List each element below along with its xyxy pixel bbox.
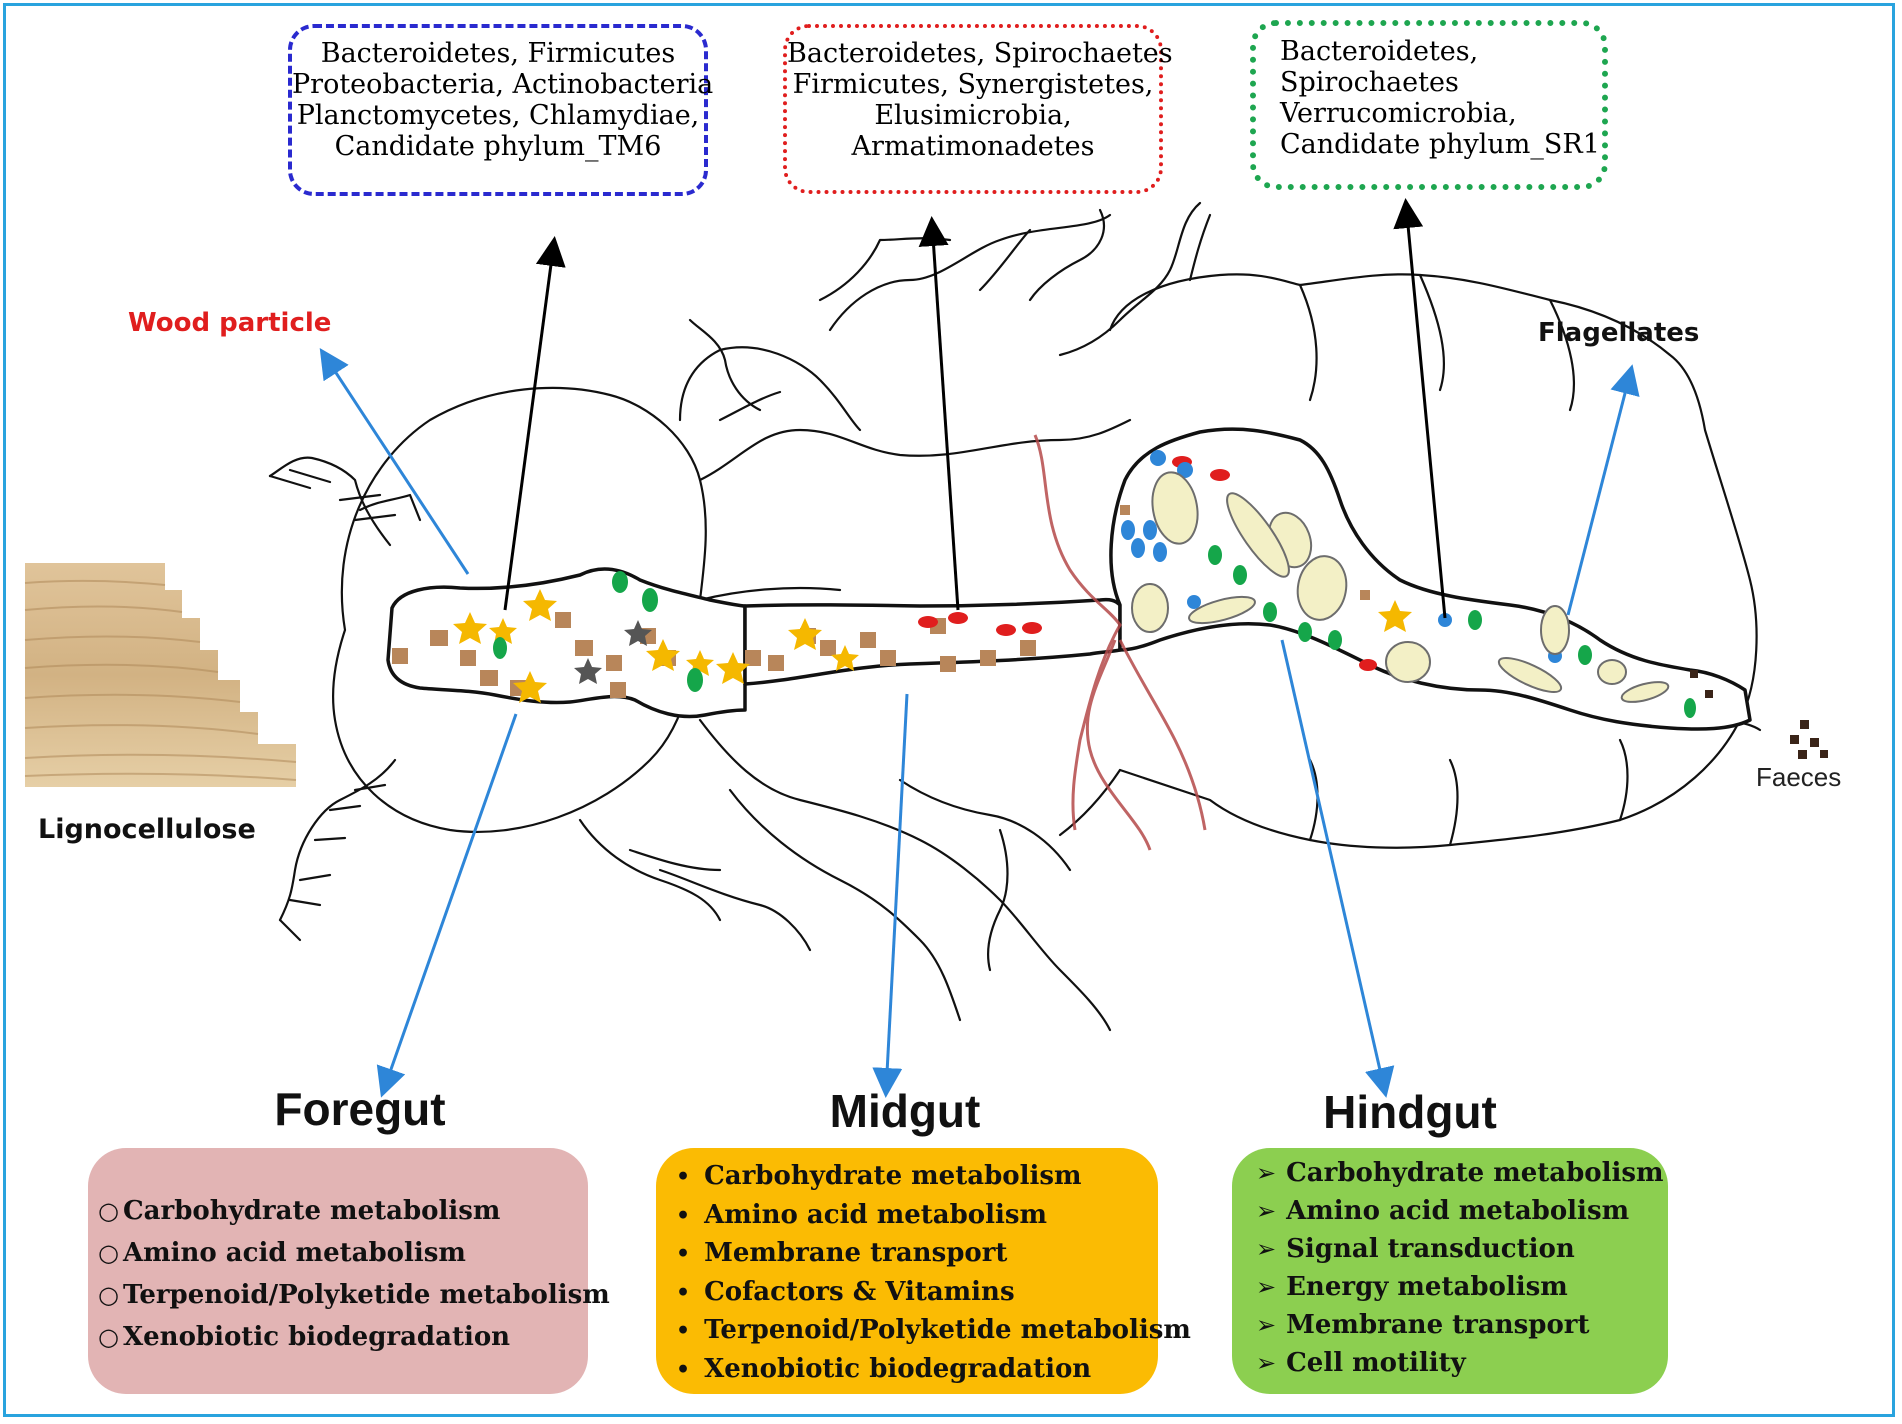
red-filaments xyxy=(1033,434,1207,851)
circle-bullet-icon: ○ xyxy=(98,1281,119,1309)
blue-bacteria xyxy=(1121,450,1562,663)
phyla-line: Candidate phylum_TM6 xyxy=(334,131,662,162)
phyla-line: Bacteroidetes, Spirochaetes xyxy=(787,38,1173,69)
phyla-line: Candidate phylum_SR1 xyxy=(1280,129,1600,160)
function-text: Carbohydrate metabolism xyxy=(122,1196,501,1226)
function-item: ➢ Amino acid metabolism xyxy=(1256,1192,1668,1230)
dot-bullet-icon: • xyxy=(676,1318,691,1344)
faeces-pellets xyxy=(1690,670,1828,759)
function-text: Terpenoid/Polyketide metabolism xyxy=(704,1315,1191,1345)
lignocellulose-wood-image xyxy=(24,563,297,787)
hindgut-title: Hindgut xyxy=(1323,1086,1497,1138)
function-item: • Carbohydrate metabolism xyxy=(676,1158,1158,1197)
function-item: • Terpenoid/Polyketide metabolism xyxy=(676,1312,1191,1351)
faeces-label: Faeces xyxy=(1756,762,1842,792)
midgut-function-box: • Carbohydrate metabolism • Amino acid met… xyxy=(656,1148,1191,1394)
function-text: Cell motility xyxy=(1286,1348,1466,1378)
function-text: Amino acid metabolism xyxy=(1286,1196,1630,1226)
phyla-line: Elusimicrobia, xyxy=(874,100,1072,131)
arrow-bullet-icon: ➢ xyxy=(1256,1159,1277,1187)
function-text: Carbohydrate metabolism xyxy=(1286,1158,1664,1188)
function-text: Terpenoid/Polyketide metabolism xyxy=(122,1280,610,1310)
dot-bullet-icon: • xyxy=(676,1279,691,1306)
phyla-line: Spirochaetes xyxy=(1280,67,1459,98)
arrow-bullet-icon: ➢ xyxy=(1256,1311,1277,1339)
function-item: ○Xenobiotic biodegradation xyxy=(98,1316,588,1358)
arrow-bullet-icon: ➢ xyxy=(1256,1349,1277,1377)
flagellates-cells xyxy=(1131,471,1670,703)
dark-stars xyxy=(574,620,652,684)
lignocellulose-label: Lignocellulose xyxy=(38,814,256,845)
red-spirochetes xyxy=(918,456,1377,671)
function-text: Amino acid metabolism xyxy=(704,1199,1048,1230)
figure-frame xyxy=(3,3,1895,1417)
function-text: Xenobiotic biodegradation xyxy=(122,1322,511,1352)
phyla-line: Armatimonadetes xyxy=(851,131,1095,162)
circle-bullet-icon: ○ xyxy=(98,1323,119,1351)
midgut-title: Midgut xyxy=(829,1085,981,1137)
function-text: Amino acid metabolism xyxy=(122,1238,466,1268)
function-item: ➢ Signal transduction xyxy=(1256,1230,1668,1268)
foregut-title: Foregut xyxy=(274,1083,446,1135)
phyla-arrows xyxy=(503,198,1447,619)
function-item: ➢ Cell motility xyxy=(1256,1344,1668,1382)
function-text: Xenobiotic biodegradation xyxy=(704,1353,1092,1384)
function-item: ○Terpenoid/Polyketide metabolism xyxy=(98,1274,610,1316)
green-bacteria xyxy=(493,500,1696,718)
function-item: ➢ Carbohydrate metabolism xyxy=(1256,1154,1668,1192)
function-text: Cofactors & Vitamins xyxy=(704,1276,1015,1307)
dot-bullet-icon: • xyxy=(676,1164,691,1190)
function-item: • Xenobiotic biodegradation xyxy=(676,1351,1158,1390)
phyla-line: Verrucomicrobia, xyxy=(1280,98,1517,129)
function-item: ➢ Membrane transport xyxy=(1256,1306,1668,1344)
phyla-line: Bacteroidetes, Firmicutes xyxy=(320,38,676,69)
dot-bullet-icon: • xyxy=(676,1356,691,1383)
foregut-phyla-box: Bacteroidetes, Firmicutes Proteobacteria… xyxy=(288,24,714,196)
wood-particles xyxy=(392,505,1370,698)
arrow-bullet-icon: ➢ xyxy=(1256,1235,1277,1263)
wood-particle-label: Wood particle xyxy=(128,308,332,338)
function-text: Carbohydrate metabolism xyxy=(704,1161,1082,1191)
function-item: • Membrane transport xyxy=(676,1235,1158,1274)
function-item: ➢ Energy metabolism xyxy=(1256,1268,1668,1306)
phyla-line: Firmicutes, Synergistetes, xyxy=(792,69,1154,100)
function-item: • Amino acid metabolism xyxy=(676,1197,1158,1236)
hindgut-function-box: ➢ Carbohydrate metabolism ➢ Amino acid met… xyxy=(1232,1148,1668,1394)
function-item: ○Amino acid metabolism xyxy=(98,1232,588,1274)
circle-bullet-icon: ○ xyxy=(98,1197,119,1225)
dot-bullet-icon: • xyxy=(676,1241,691,1267)
flagellates-label: Flagellates xyxy=(1538,318,1700,348)
phyla-line: Proteobacteria, Actinobacteria xyxy=(292,69,714,100)
function-text: Membrane transport xyxy=(1286,1310,1590,1340)
dot-bullet-icon: • xyxy=(676,1202,691,1229)
function-text: Signal transduction xyxy=(1286,1234,1575,1264)
function-item: • Cofactors & Vitamins xyxy=(676,1274,1158,1313)
circle-bullet-icon: ○ xyxy=(98,1239,119,1267)
foregut-function-box: ○Carbohydrate metabolism ○Amino acid met… xyxy=(88,1148,610,1394)
arrow-bullet-icon: ➢ xyxy=(1256,1197,1277,1225)
function-text: Membrane transport xyxy=(704,1238,1008,1268)
hindgut-phyla-box: Bacteroidetes, Spirochaetes Verrucomicro… xyxy=(1250,20,1608,190)
section-arrows xyxy=(319,347,1640,1098)
function-item: ○Carbohydrate metabolism xyxy=(98,1190,588,1232)
arrow-bullet-icon: ➢ xyxy=(1256,1273,1277,1301)
function-text: Energy metabolism xyxy=(1286,1272,1568,1302)
midgut-phyla-box: Bacteroidetes, Spirochaetes Firmicutes, … xyxy=(783,24,1173,194)
phyla-line: Bacteroidetes, xyxy=(1280,36,1479,67)
phyla-line: Planctomycetes, Chlamydiae, xyxy=(296,100,700,131)
